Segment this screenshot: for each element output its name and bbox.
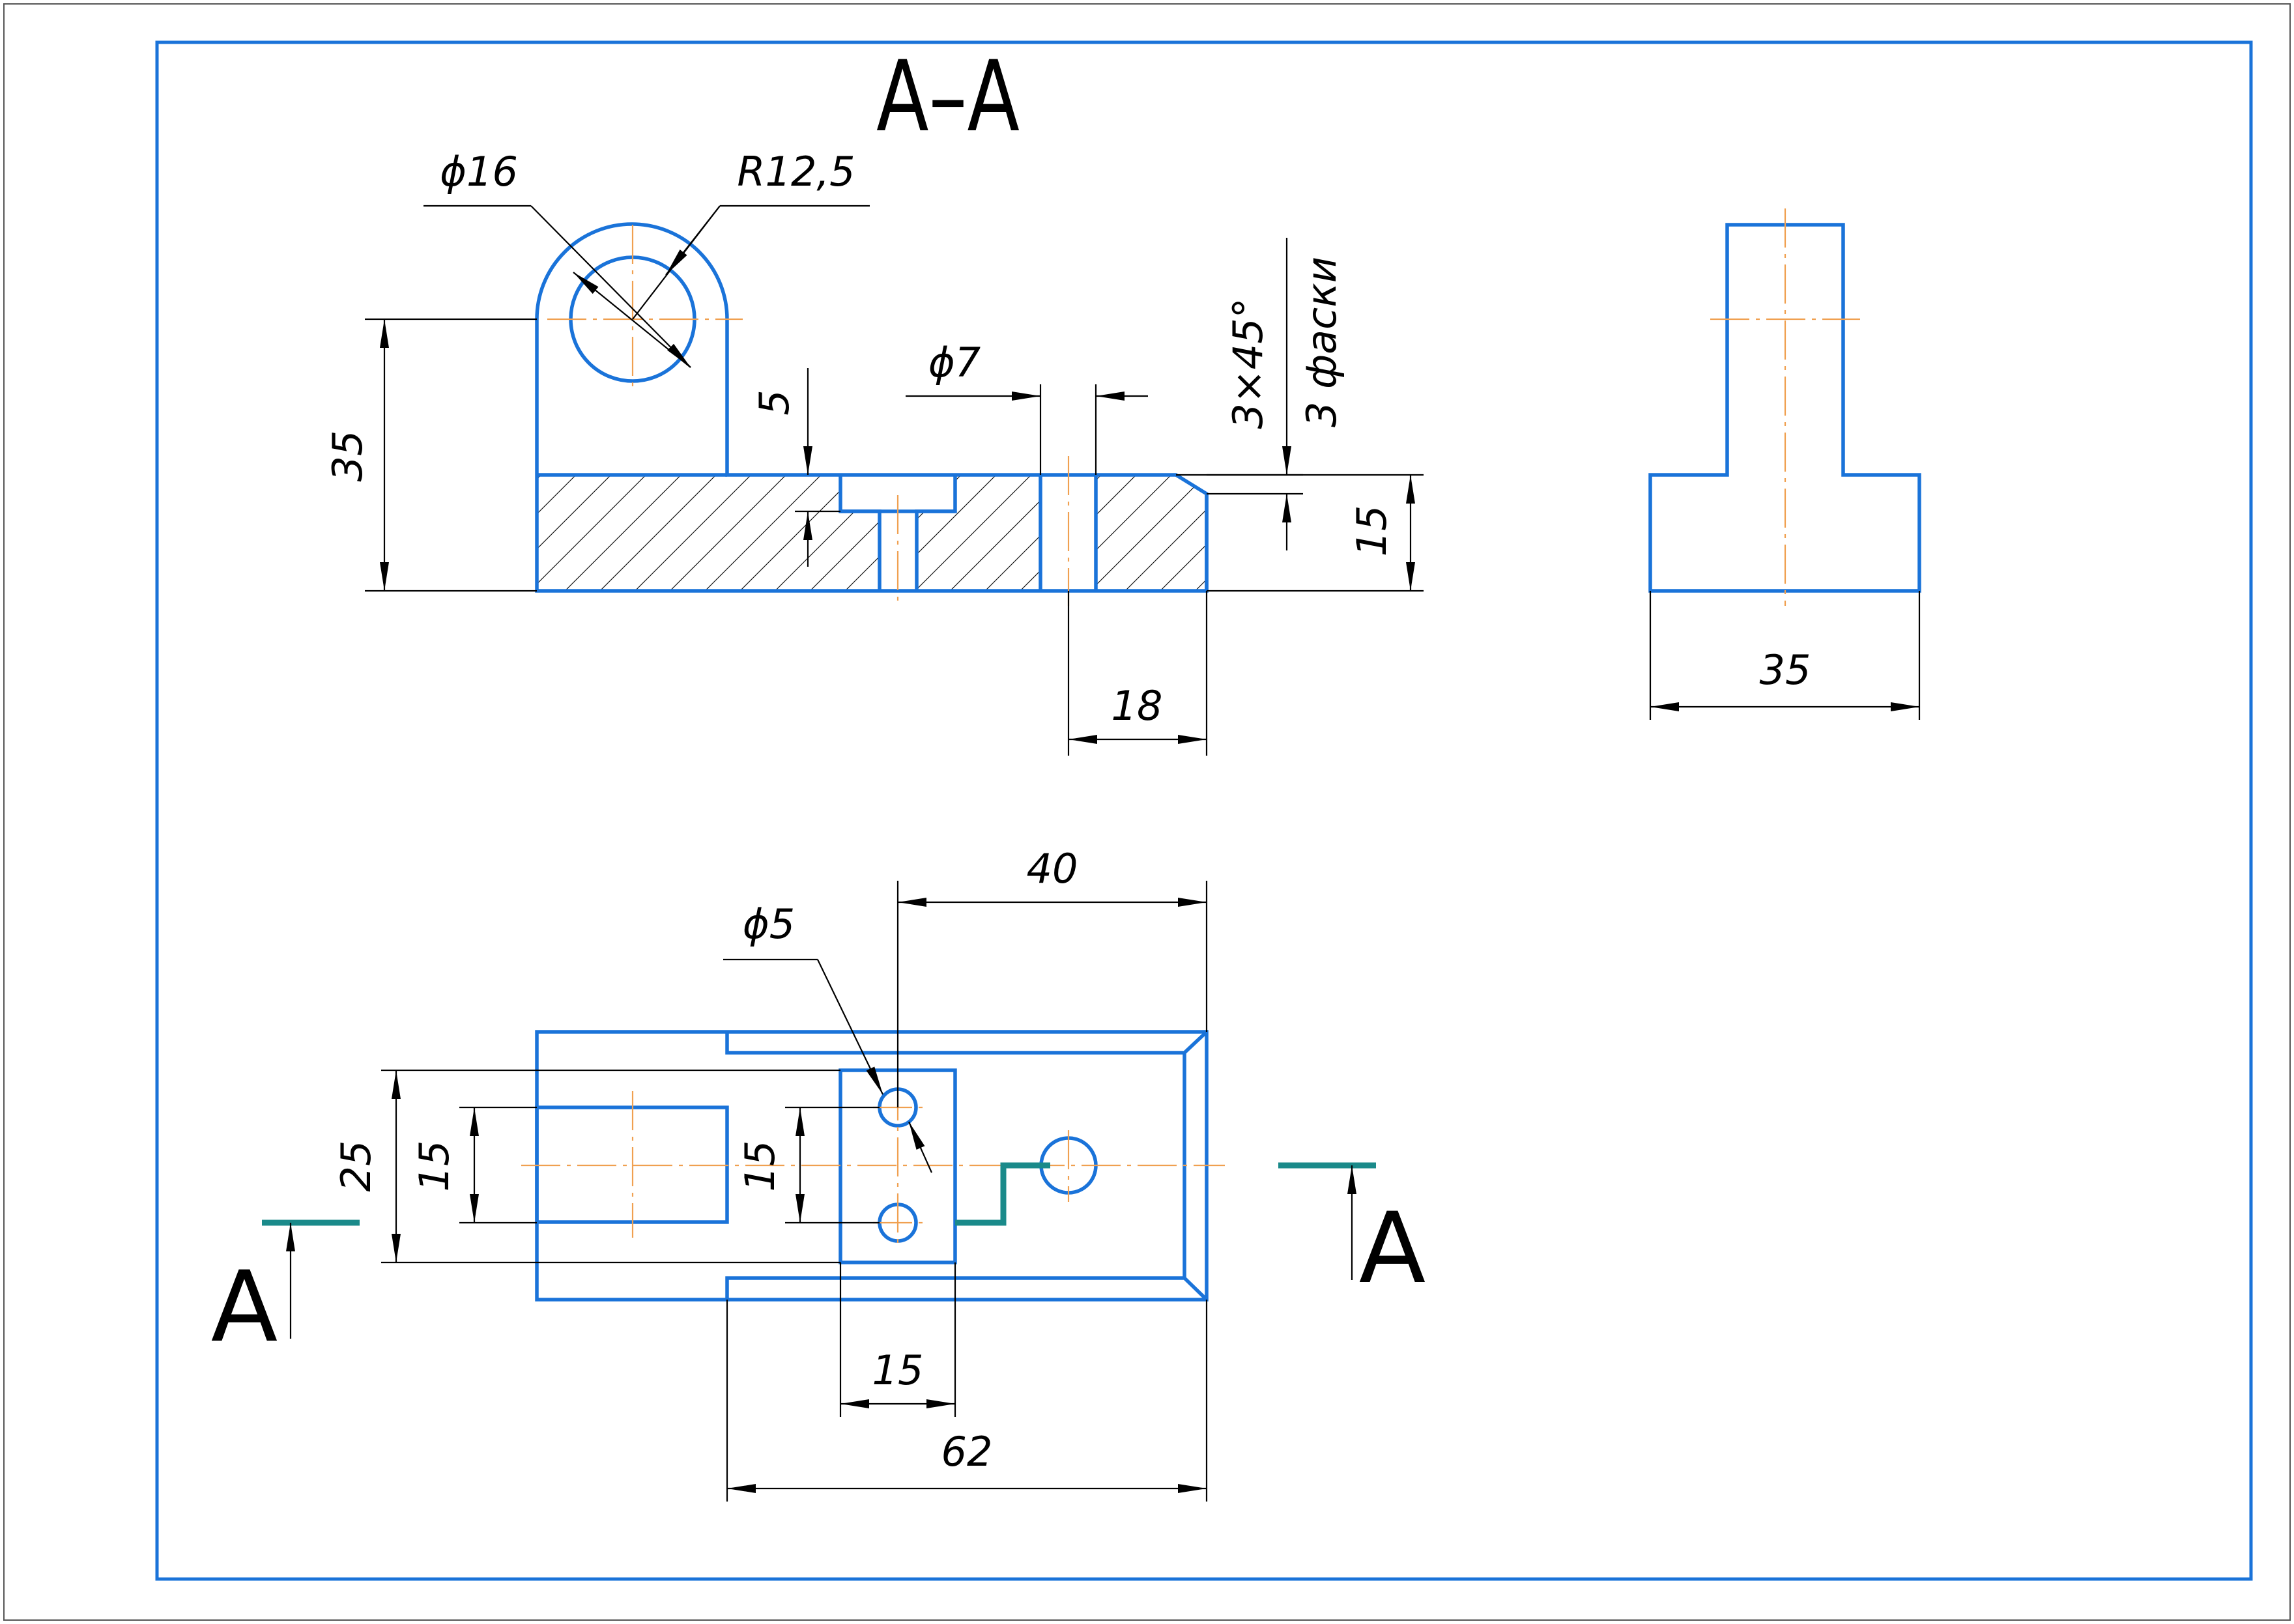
section-hatching (537, 475, 1207, 591)
dim-boss-height: 35 (324, 431, 371, 482)
front-outline (535, 222, 1209, 593)
dim-top-width-25: 25 (332, 1141, 380, 1192)
dim-side-width: 35 (1760, 646, 1811, 694)
sheet-border (3, 3, 2291, 1621)
dim-phi16-leader (530, 205, 691, 368)
dim-hole-offset: 18 (1111, 682, 1163, 730)
side-outline (1648, 223, 1921, 593)
side-view: 35 (1648, 208, 1921, 720)
dim-chamfer-size: 3×45° (1224, 298, 1272, 429)
dim-top-slot-15: 15 (410, 1141, 458, 1192)
top-view: А А 40 ϕ5 25 15 15 15 (211, 845, 1426, 1502)
dim-top-length-40: 40 (1027, 845, 1078, 892)
section-label-right: А (1359, 1192, 1426, 1305)
top-inner-chamfer (725, 1030, 1208, 1301)
cutting-plane-stepped (955, 1162, 1050, 1226)
dim-top-pocket-15: 15 (736, 1141, 784, 1192)
small-hole (1039, 475, 1098, 591)
dim-top-length-62: 62 (941, 1428, 993, 1475)
front-section-view: 35 ϕ16 R12,5 5 ϕ7 3×45° 3 фаски 15 (324, 148, 1424, 756)
dim-top-pocket-width-15: 15 (872, 1346, 924, 1394)
drawing-frame (155, 40, 2253, 1581)
dim-phi5-leader (817, 959, 883, 1095)
section-label-left: А (211, 1251, 278, 1364)
dim-counterbore-depth: 5 (751, 390, 798, 415)
dim-small-hole-diameter: ϕ7 (928, 339, 981, 386)
dim-top-hole-diameter: ϕ5 (743, 900, 795, 948)
dim-hole-diameter: ϕ16 (440, 148, 518, 195)
dim-base-thickness: 15 (1348, 506, 1396, 557)
dim-chamfer-count: 3 фаски (1298, 257, 1345, 427)
section-title: А–А (876, 40, 1020, 154)
dim-boss-radius: R12,5 (737, 148, 855, 195)
